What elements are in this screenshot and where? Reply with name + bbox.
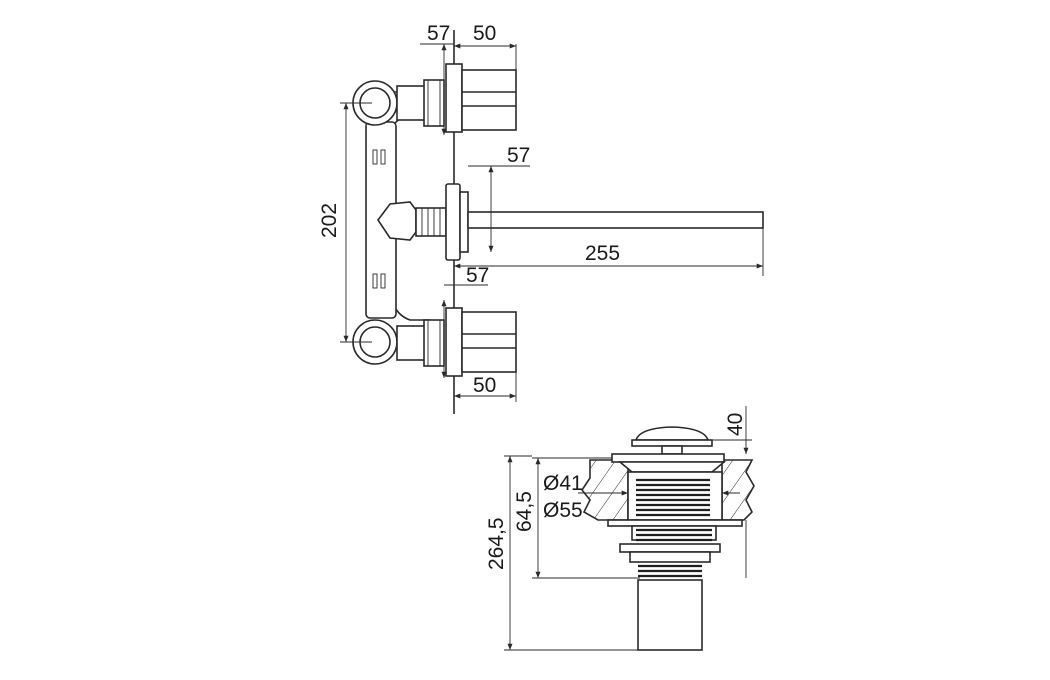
spout-rosette xyxy=(445,183,461,261)
top-valve-nut xyxy=(423,79,445,127)
dim-bottom-small: 57 xyxy=(441,264,489,378)
bottom-handle xyxy=(461,311,517,373)
top-flange xyxy=(445,63,463,133)
drain-cap xyxy=(634,426,710,441)
dim-cap: 40 xyxy=(712,406,752,454)
dim-total-height: 264,5 xyxy=(485,455,640,651)
drain-tailpipe xyxy=(637,579,703,651)
spout-thread xyxy=(415,207,447,237)
dim-mid-height: 64,5 xyxy=(513,457,747,579)
wall-mixer-view: 57 50 57 255 202 xyxy=(318,22,764,414)
drain-flange-cone xyxy=(617,461,727,473)
dim-bottom-small-label: 57 xyxy=(466,264,489,287)
drain-thread-upper xyxy=(636,478,710,517)
drain-thread-mid xyxy=(636,528,712,542)
dim-height: 202 xyxy=(318,102,372,343)
basin-slab-right xyxy=(721,459,755,521)
dim-inner-diameter: Ø41 xyxy=(543,472,740,496)
dim-total-height-label: 264,5 xyxy=(485,517,508,570)
body-slots xyxy=(372,149,386,289)
dim-inner-diameter-label: Ø41 xyxy=(543,472,583,495)
dim-spout-length-label: 255 xyxy=(585,242,620,265)
drain-lower-nut xyxy=(629,551,711,563)
dim-top-small-label: 57 xyxy=(427,22,450,45)
bottom-flange xyxy=(445,307,463,377)
drain-washer xyxy=(607,519,743,527)
basin-slab-left xyxy=(581,459,629,521)
drain-lower-flange xyxy=(619,543,721,553)
dim-cap-label: 40 xyxy=(724,413,747,436)
bottom-valve-nut xyxy=(423,319,445,367)
drain-view: 40 Ø41 Ø55 64,5 264,5 xyxy=(485,406,755,651)
drain-nut xyxy=(631,525,717,541)
dim-mid-height-label: 64,5 xyxy=(513,491,536,532)
dim-top-small: 57 xyxy=(420,22,454,135)
dim-spout-length: 255 xyxy=(454,228,764,276)
dim-height-label: 202 xyxy=(318,203,341,238)
spout-pipe xyxy=(467,211,764,229)
spout-rosette-back xyxy=(459,191,469,253)
dim-spout-small: 57 xyxy=(468,144,530,252)
bottom-connector xyxy=(396,325,426,361)
dim-spout-small-label: 57 xyxy=(507,144,530,167)
dim-top-width-label: 50 xyxy=(473,22,496,45)
dim-top-width: 50 xyxy=(454,22,517,130)
drain-flange xyxy=(611,453,725,463)
top-connector xyxy=(396,85,426,121)
drain-thread-lower xyxy=(638,564,702,578)
drain-cap-stem xyxy=(661,445,683,455)
top-handle xyxy=(461,69,517,131)
dim-bottom-width: 50 xyxy=(454,372,517,402)
dim-outer-diameter-label: Ø55 xyxy=(543,499,583,522)
dim-outer-diameter: Ø55 xyxy=(543,499,583,522)
dim-bottom-width-label: 50 xyxy=(473,374,496,397)
drain-cap-base xyxy=(631,439,713,447)
